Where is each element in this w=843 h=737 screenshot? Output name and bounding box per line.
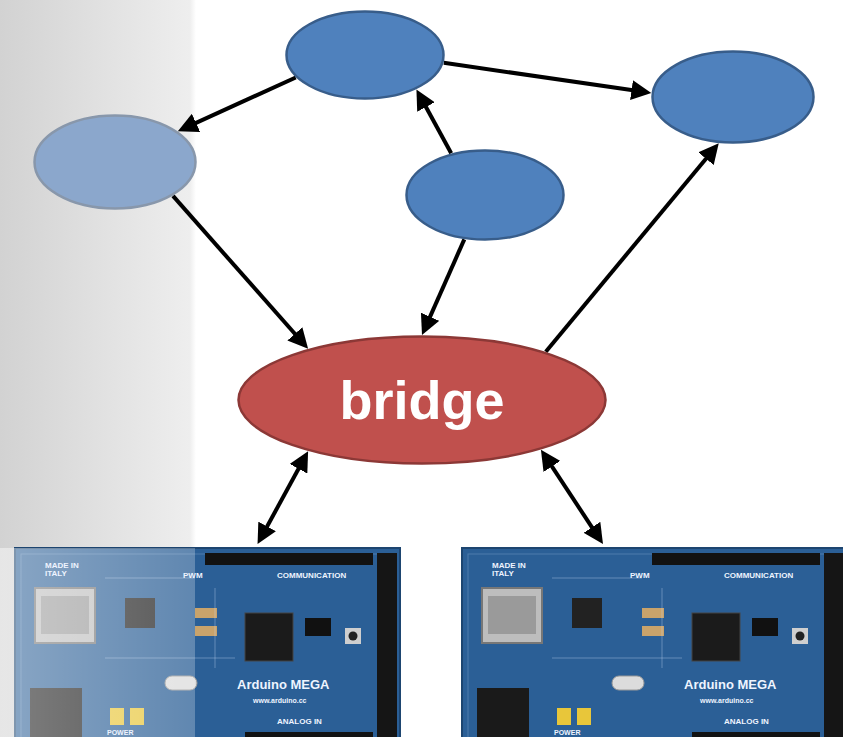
arduino-board: MADE IN ITALY PWM COMMUNICATION Arduino MEG… — [462, 548, 843, 737]
double-arrow — [261, 458, 304, 537]
ellipse-node — [651, 50, 815, 144]
board-print: ANALOG IN — [277, 718, 322, 726]
board-print: COMMUNICATION — [724, 572, 793, 580]
arduino-board-right — [462, 548, 843, 737]
board-print: www.arduino.cc — [253, 697, 306, 704]
ellipse-outline — [285, 10, 445, 100]
board-print: MADE IN ITALY — [492, 562, 532, 579]
arrow — [185, 78, 296, 128]
arrow — [425, 239, 464, 327]
board-print: MADE IN ITALY — [45, 562, 85, 579]
bridge-ellipse: bridge — [237, 335, 607, 465]
arrow — [444, 63, 644, 92]
ellipse-outline — [33, 114, 197, 210]
board-print: POWER — [107, 729, 133, 736]
ellipse-node — [285, 10, 445, 100]
board-print: PWM — [630, 572, 650, 580]
ellipse-node — [33, 114, 197, 210]
arduino-board: MADE IN ITALY PWM COMMUNICATION Arduino MEG… — [15, 548, 400, 737]
node-label: bridge — [339, 369, 504, 431]
board-print: Arduino MEGA — [684, 678, 776, 692]
double-arrow — [545, 456, 598, 537]
ellipse-outline — [405, 149, 565, 241]
board-print: ANALOG IN — [724, 718, 769, 726]
fade-overlay — [0, 548, 195, 737]
arrow — [173, 196, 303, 343]
ellipse-node — [405, 149, 565, 241]
board-print: www.arduino.cc — [700, 697, 753, 704]
arrow — [420, 96, 451, 153]
board-print: Arduino MEGA — [237, 678, 329, 692]
ellipse-outline — [651, 50, 815, 144]
board-print: PWM — [183, 572, 203, 580]
board-print: POWER — [554, 729, 580, 736]
board-print: COMMUNICATION — [277, 572, 346, 580]
arrow — [546, 149, 714, 351]
